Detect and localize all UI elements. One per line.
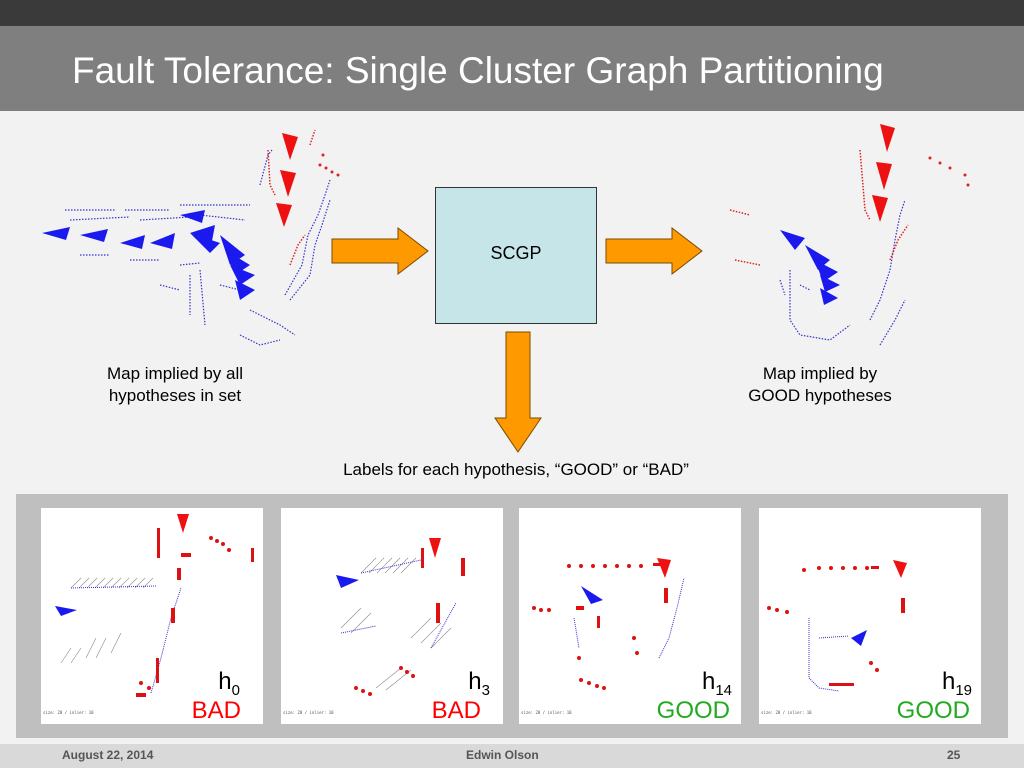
- scgp-process-box: SCGP: [435, 187, 597, 324]
- footer: August 22, 2014 Edwin Olson 25: [0, 744, 1024, 768]
- hypothesis-verdict: BAD: [431, 697, 481, 724]
- left-caption-line2: hypotheses in set: [108, 386, 242, 405]
- good-hypotheses-map: [729, 124, 970, 346]
- thumbnail-stats: size: 20 / inlier: 10: [521, 710, 572, 715]
- footer-author: Edwin Olson: [466, 748, 539, 762]
- footer-date: August 22, 2014: [62, 748, 154, 762]
- right-caption: Map implied by GOOD hypotheses: [720, 363, 920, 407]
- left-caption: Map implied by all hypotheses in set: [85, 363, 265, 407]
- hypothesis-thumbnail: size: 20 / inlier: 10: [519, 508, 741, 724]
- output-labels-caption: Labels for each hypothesis, “GOOD” or “B…: [343, 460, 689, 479]
- hypothesis-verdict: BAD: [191, 697, 241, 724]
- hypothesis-name: h0: [218, 668, 240, 699]
- hypothesis-thumbnail: size: 20 / inlier: 10: [41, 508, 263, 724]
- hypothesis-thumbnail: size: 20 / inlier: 10: [759, 508, 981, 724]
- arrow-right-icon: [331, 226, 429, 276]
- top-bar: [0, 0, 1024, 26]
- thumbnail-stats: size: 20 / inlier: 10: [43, 710, 94, 715]
- arrow-down-icon: [494, 331, 542, 453]
- all-hypotheses-map: [42, 129, 340, 346]
- slide-title: Fault Tolerance: Single Cluster Graph Pa…: [72, 50, 884, 91]
- hypothesis-name: h19: [941, 668, 972, 699]
- scgp-label: SCGP: [490, 243, 542, 263]
- page-number: 25: [947, 748, 961, 762]
- hypothesis-thumbnail: size: 20 / inlier: 10: [281, 508, 503, 724]
- hypothesis-verdict: GOOD: [656, 697, 730, 724]
- hypothesis-verdict: GOOD: [896, 697, 970, 724]
- right-caption-line2: GOOD hypotheses: [748, 386, 892, 405]
- arrow-right-icon: [605, 226, 703, 276]
- hypothesis-name: h14: [701, 668, 732, 699]
- thumbnail-stats: size: 20 / inlier: 10: [283, 710, 334, 715]
- left-caption-line1: Map implied by all: [106, 364, 244, 383]
- thumbnail-stats: size: 20 / inlier: 10: [761, 710, 812, 715]
- right-caption-line1: Map implied by: [762, 364, 878, 383]
- hypothesis-name: h3: [468, 668, 490, 699]
- title-bar: [0, 26, 1024, 111]
